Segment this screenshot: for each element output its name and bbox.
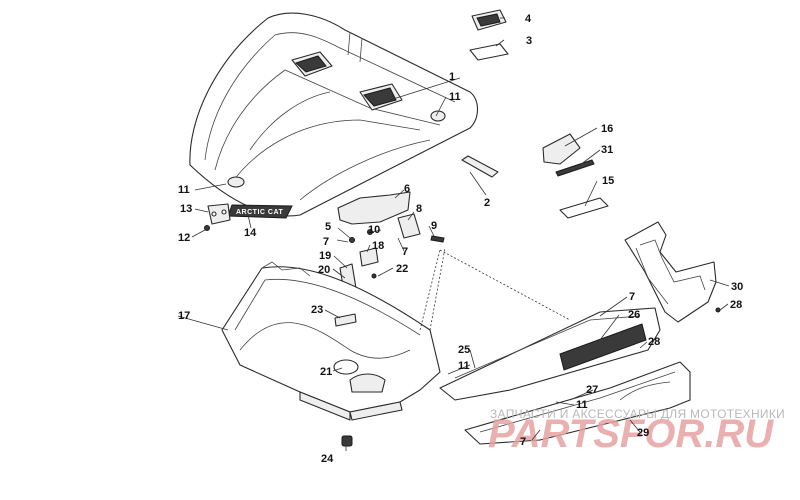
watermark: PARTSFOR.RU ЗАПЧАСТИ И АКСЕССУАРЫ ДЛЯ МО… bbox=[488, 407, 785, 456]
watermark-caption: ЗАПЧАСТИ И АКСЕССУАРЫ ДЛЯ МОТОТЕХНИКИ bbox=[490, 407, 785, 421]
callout-7c: 7 bbox=[629, 291, 635, 303]
callout-11b: 11 bbox=[178, 184, 190, 196]
strap bbox=[555, 159, 595, 177]
callout-2: 2 bbox=[484, 197, 490, 209]
vent-insert bbox=[469, 9, 509, 61]
callout-6: 6 bbox=[404, 183, 410, 195]
watermark-logo: PARTSFOR.RU bbox=[488, 412, 774, 456]
lower-grille bbox=[464, 361, 691, 445]
callout-26: 26 bbox=[628, 309, 640, 321]
callout-7d: 7 bbox=[520, 436, 526, 448]
callout-11a: 11 bbox=[449, 91, 461, 103]
hinge-plate bbox=[359, 247, 379, 267]
callout-28b: 28 bbox=[648, 336, 660, 348]
callout-leaders bbox=[177, 17, 730, 451]
callout-17: 17 bbox=[178, 310, 190, 322]
callout-11d: 11 bbox=[576, 399, 588, 411]
callout-12: 12 bbox=[178, 232, 190, 244]
callout-19: 19 bbox=[319, 250, 331, 262]
callout-5: 5 bbox=[325, 221, 331, 233]
side-panel bbox=[624, 221, 717, 323]
callout-3: 3 bbox=[526, 35, 532, 47]
callout-24: 24 bbox=[321, 453, 334, 465]
callout-10: 10 bbox=[368, 224, 380, 236]
callout-30: 30 bbox=[731, 281, 743, 293]
drain-plug bbox=[341, 435, 353, 447]
fastener bbox=[371, 273, 377, 279]
callout-11c: 11 bbox=[458, 360, 470, 372]
fastener bbox=[349, 237, 355, 243]
front-panel bbox=[439, 307, 661, 401]
callout-4: 4 bbox=[525, 13, 532, 25]
callout-14: 14 bbox=[244, 227, 257, 239]
callout-7b: 7 bbox=[402, 246, 408, 258]
callout-22: 22 bbox=[396, 263, 408, 275]
callout-9: 9 bbox=[431, 220, 437, 232]
callout-21: 21 bbox=[320, 366, 332, 378]
callout-31: 31 bbox=[601, 144, 613, 156]
callout-16: 16 bbox=[601, 123, 613, 135]
screw bbox=[204, 225, 210, 231]
callout-27: 27 bbox=[586, 384, 598, 396]
callout-1: 1 bbox=[449, 71, 455, 83]
pad bbox=[559, 197, 609, 219]
callout-8: 8 bbox=[416, 203, 422, 215]
hood-bracket bbox=[337, 191, 411, 225]
latch-plate bbox=[207, 203, 231, 225]
callout-15: 15 bbox=[602, 175, 614, 187]
callout-13: 13 bbox=[180, 203, 192, 215]
fastener bbox=[715, 307, 721, 313]
decal-text: ARCTIC CAT bbox=[236, 209, 283, 216]
pin bbox=[430, 235, 445, 243]
callout-29: 29 bbox=[637, 427, 649, 439]
callout-labels: 1 2 3 4 5 6 7 7 7 7 8 9 10 11 11 11 11 1… bbox=[178, 13, 743, 465]
trim-bar bbox=[461, 155, 499, 178]
callout-25: 25 bbox=[458, 344, 470, 356]
callout-23: 23 bbox=[311, 304, 323, 316]
latch-cover bbox=[542, 133, 581, 165]
callout-20: 20 bbox=[318, 264, 330, 276]
callout-18: 18 bbox=[372, 240, 384, 252]
callout-28a: 28 bbox=[730, 299, 742, 311]
hood-panel: ARCTIC CAT bbox=[189, 12, 479, 219]
callout-7a: 7 bbox=[323, 236, 329, 248]
storage-tub bbox=[221, 261, 441, 421]
latch-bracket bbox=[397, 213, 421, 239]
